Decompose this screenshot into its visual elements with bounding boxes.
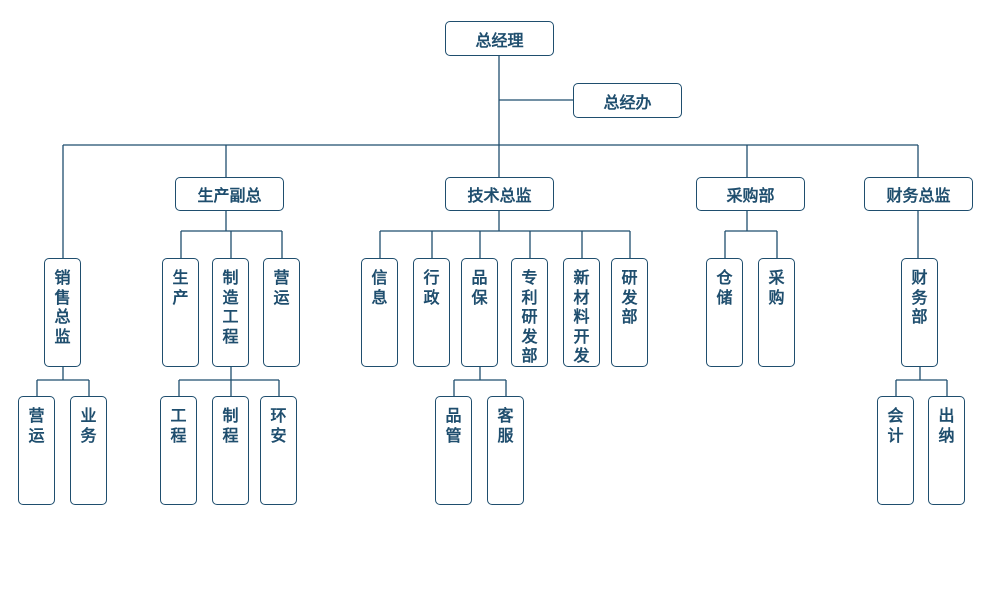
node-production-vp: 生产副总: [175, 177, 284, 211]
node-admin-label: 行政: [423, 268, 440, 307]
connector-production-children: [180, 211, 283, 258]
node-admin: 行政: [413, 258, 450, 367]
node-patent-rd-label: 专利研发部: [521, 268, 538, 365]
node-qc: 品管: [435, 396, 472, 505]
node-process: 制程: [212, 396, 249, 505]
node-engineering-label: 工程: [170, 406, 187, 445]
node-production-ops-label: 营运: [273, 268, 290, 307]
connector-tech-children: [379, 211, 631, 258]
node-info-label: 信息: [371, 268, 388, 307]
connector-mfg-children: [178, 367, 280, 396]
node-accounting-label: 会计: [887, 406, 904, 445]
node-finance-dept: 财务部: [901, 258, 938, 367]
node-warehouse-label: 仓储: [716, 268, 733, 307]
node-gm-office: 总经办: [573, 83, 682, 118]
node-purchasing-dept: 采购部: [696, 177, 805, 211]
node-env-safety-label: 环安: [270, 406, 287, 445]
node-manufacturing-eng: 制造工程: [212, 258, 249, 367]
node-sales-business-label: 业务: [80, 406, 97, 445]
node-new-material-label: 新材料开发: [573, 268, 590, 365]
connector-finance-children: [895, 367, 948, 396]
node-qa: 品保: [461, 258, 498, 367]
node-sales-director-label: 销售总监: [54, 268, 71, 346]
connector-sales-children: [36, 367, 90, 396]
node-production: 生产: [162, 258, 199, 367]
node-rd-dept: 研发部: [611, 258, 648, 367]
node-customer-service-label: 客服: [497, 406, 514, 445]
node-finance-director: 财务总监: [864, 177, 973, 211]
node-engineering: 工程: [160, 396, 197, 505]
node-rd-dept-label: 研发部: [621, 268, 638, 326]
node-env-safety: 环安: [260, 396, 297, 505]
node-manufacturing-eng-label: 制造工程: [222, 268, 239, 346]
node-warehouse: 仓储: [706, 258, 743, 367]
node-general-manager: 总经理: [445, 21, 554, 56]
node-process-label: 制程: [222, 406, 239, 445]
connector-purchasing-children: [724, 211, 778, 258]
node-new-material: 新材料开发: [563, 258, 600, 367]
connector-qa-children: [453, 367, 507, 396]
node-accounting: 会计: [877, 396, 914, 505]
node-sales-director: 销售总监: [44, 258, 81, 367]
node-sales-business: 业务: [70, 396, 107, 505]
node-buying: 采购: [758, 258, 795, 367]
node-qc-label: 品管: [445, 406, 462, 445]
node-production-ops: 营运: [263, 258, 300, 367]
node-sales-ops-label: 营运: [28, 406, 45, 445]
node-qa-label: 品保: [471, 268, 488, 307]
node-tech-director: 技术总监: [445, 177, 554, 211]
node-production-label: 生产: [172, 268, 189, 307]
node-sales-ops: 营运: [18, 396, 55, 505]
node-buying-label: 采购: [768, 268, 785, 307]
node-patent-rd: 专利研发部: [511, 258, 548, 367]
node-customer-service: 客服: [487, 396, 524, 505]
node-cashier-label: 出纳: [938, 406, 955, 445]
node-cashier: 出纳: [928, 396, 965, 505]
node-finance-dept-label: 财务部: [911, 268, 928, 326]
node-info: 信息: [361, 258, 398, 367]
